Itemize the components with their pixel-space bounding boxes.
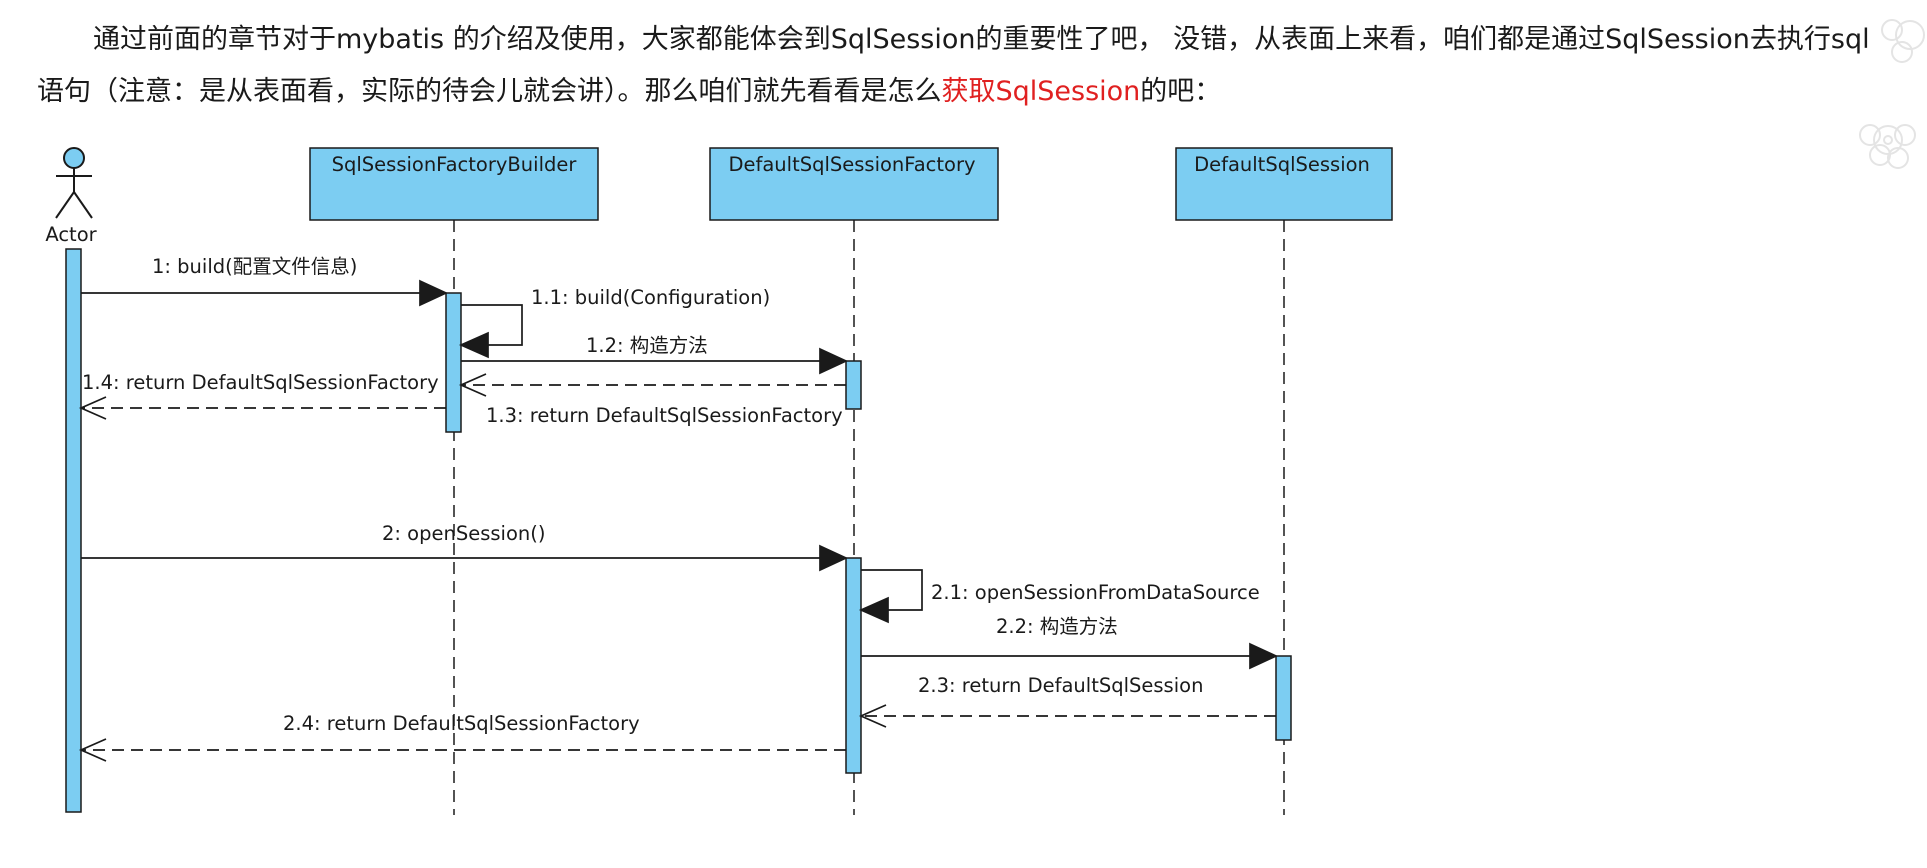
activation-session — [1275, 655, 1292, 741]
sequence-diagram: Actor SqlSessionFactoryBuilder DefaultSq… — [45, 147, 1393, 815]
participant-sqlsessionfactorybuilder: SqlSessionFactoryBuilder — [309, 147, 599, 221]
message-label-2-3: 2.3: return DefaultSqlSession — [918, 674, 1203, 697]
message-label-2-4: 2.4: return DefaultSqlSessionFactory — [283, 712, 640, 735]
message-label-2: 2: openSession() — [382, 522, 545, 545]
activation-bars — [65, 248, 1292, 813]
activation-factory-1 — [845, 360, 862, 410]
activation-actor — [65, 248, 82, 813]
message-label-1-1: 1.1: build(Configuration) — [531, 286, 770, 309]
participant-defaultsqlsession: DefaultSqlSession — [1175, 147, 1393, 221]
message-label-1-2: 1.2: 构造方法 — [586, 334, 708, 357]
intro-line-1-text: 通过前面的章节对于mybatis 的介绍及使用，大家都能体会到SqlSessio… — [93, 24, 1870, 55]
intro-highlight-link: 获取SqlSession — [941, 76, 1141, 107]
participant-defaultsqlsessionfactory: DefaultSqlSessionFactory — [709, 147, 999, 221]
intro-paragraph: 通过前面的章节对于mybatis 的介绍及使用，大家都能体会到SqlSessio… — [37, 14, 1917, 118]
message-arrows — [78, 279, 1279, 762]
message-label-2-1: 2.1: openSessionFromDataSource — [931, 581, 1260, 604]
intro-line-2-suffix: 的吧： — [1140, 76, 1222, 107]
participant-label: SqlSessionFactoryBuilder — [332, 153, 578, 176]
message-label-2-2: 2.2: 构造方法 — [996, 615, 1118, 638]
flower-watermark-icon — [1859, 19, 1925, 169]
intro-line-2: 语句（注意：是从表面看，实际的待会儿就会讲）。那么咱们就先看看是怎么获取SqlS… — [37, 66, 1917, 118]
message-label-1-4: 1.4: return DefaultSqlSessionFactory — [82, 371, 439, 394]
message-label-1: 1: build(配置文件信息) — [152, 255, 357, 278]
actor-label: Actor — [45, 223, 97, 246]
intro-line-2-prefix: 语句（注意：是从表面看，实际的待会儿就会讲）。那么咱们就先看看是怎么 — [37, 76, 942, 107]
participant-label: DefaultSqlSessionFactory — [728, 153, 975, 176]
intro-line-1: 通过前面的章节对于mybatis 的介绍及使用，大家都能体会到SqlSessio… — [37, 14, 1917, 66]
participant-label: DefaultSqlSession — [1194, 153, 1370, 176]
message-label-1-3: 1.3: return DefaultSqlSessionFactory — [486, 404, 843, 427]
actor-icon — [55, 147, 93, 219]
activation-factory-2 — [845, 557, 862, 774]
activation-builder — [445, 292, 462, 433]
